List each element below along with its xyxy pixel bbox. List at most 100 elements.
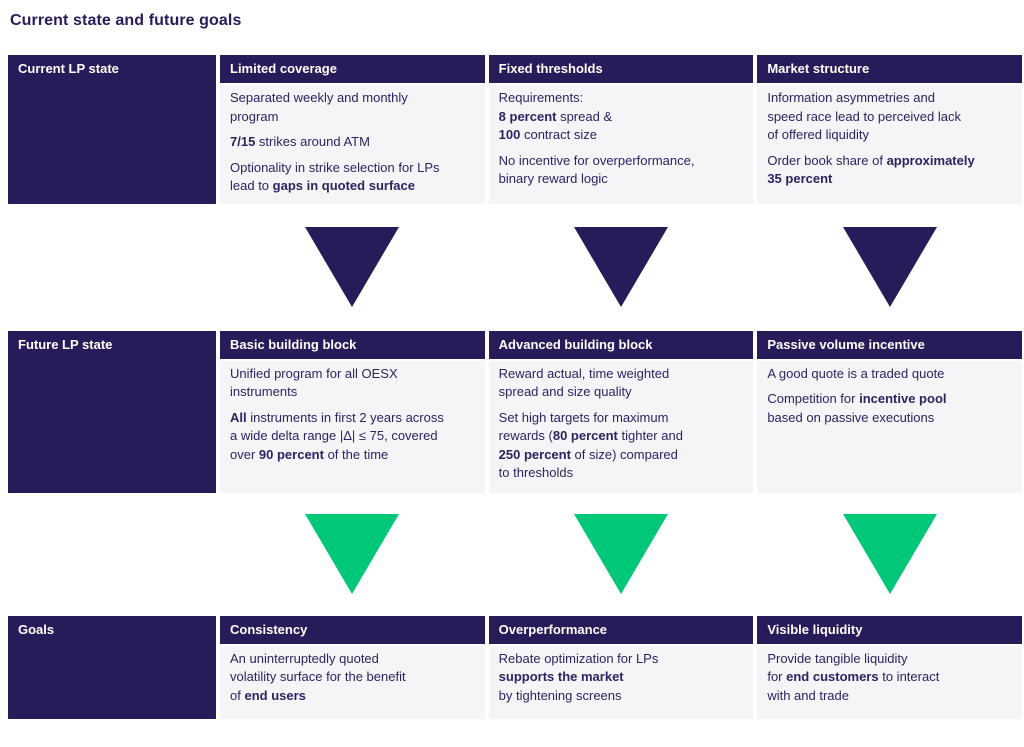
bold-text-run: 7/15	[230, 134, 256, 149]
page-title: Current state and future goals	[10, 12, 242, 29]
bold-text-run: 250 percent	[498, 446, 571, 462]
card-body: Rebate optimization for LPs supports the…	[488, 645, 754, 719]
text-run: Requirements:	[498, 90, 584, 105]
card-paragraph: Reward actual, time weighted spread and …	[499, 365, 750, 402]
bold-text-run: incentive pool	[859, 391, 947, 406]
card-header-separator	[220, 643, 485, 646]
card-consistency: Consistency An uninterruptedly quoted vol…	[220, 615, 485, 719]
card-paragraph: 7/15 strikes around ATM	[230, 133, 481, 152]
text-run: spread &	[560, 108, 613, 124]
down-arrow-icon	[305, 227, 400, 307]
bold-text-run: gaps in quoted surface	[272, 178, 415, 193]
card-header-separator	[757, 643, 1022, 646]
text-run: strikes around ATM	[255, 134, 370, 149]
bold-text-run: end users	[244, 687, 306, 703]
down-arrow-icon	[842, 227, 937, 307]
card-paragraph: All instruments in first 2 years across …	[230, 409, 481, 465]
card-paragraph: Requirements: 8 percent spread & 100 con…	[499, 89, 750, 145]
card-title: Visible liquidity	[757, 615, 1022, 644]
text-run: based on passive executions	[767, 409, 935, 425]
card-header-separator	[757, 358, 1022, 361]
bold-text-run: 80 percent	[552, 428, 618, 443]
text-run: Provide tangible liquidity for	[767, 650, 908, 685]
text-run: Rebate optimization for LPs	[498, 650, 659, 666]
text-run: An uninterruptedly quoted volatility sur…	[230, 650, 406, 703]
card-header-separator	[488, 643, 754, 646]
text-run: Unified program for all OESX instruments	[230, 365, 398, 400]
arrow-cell	[489, 204, 754, 331]
card-body: Reward actual, time weighted spread and …	[488, 360, 754, 493]
arrow-cell	[220, 204, 485, 331]
card-title: Passive volume incentive	[757, 330, 1022, 359]
down-arrow-icon	[842, 514, 937, 594]
arrow-row	[8, 493, 1022, 616]
arrow-cell	[489, 493, 754, 616]
down-arrow-icon	[573, 514, 668, 594]
text-run: Competition for	[767, 391, 860, 406]
row-label-goals: Goals	[8, 615, 216, 719]
card-body: Unified program for all OESX instruments…	[220, 360, 485, 493]
card-header-separator	[757, 83, 1022, 85]
card-title: Limited coverage	[220, 55, 485, 83]
text-run: contract size	[520, 127, 597, 142]
text-run: instruments in first 2 years across a wi…	[230, 409, 444, 462]
text-run: Separated weekly and monthly program	[230, 90, 408, 124]
card-body: Provide tangible liquidity for end custo…	[757, 645, 1022, 719]
text-run: tighter and	[621, 428, 683, 443]
arrow-spacer	[8, 493, 216, 616]
text-run: Reward actual, time weighted spread and …	[498, 365, 670, 400]
card-title: Basic building block	[220, 330, 485, 359]
bold-text-run: 100	[498, 127, 521, 142]
bold-text-run: end customers	[786, 669, 879, 684]
card-header-separator	[220, 83, 485, 85]
card-paragraph: Separated weekly and monthly program	[230, 89, 481, 126]
card-body: Separated weekly and monthly program 7/15…	[220, 85, 485, 204]
card-body: An uninterruptedly quoted volatility sur…	[220, 645, 485, 719]
bold-text-run: All	[230, 409, 247, 425]
text-run: by tightening screens	[498, 687, 622, 703]
card-paragraph: Rebate optimization for LPs supports the…	[499, 650, 750, 706]
card-paragraph: Provide tangible liquidity for end custo…	[767, 650, 1018, 706]
down-arrow-icon	[573, 227, 668, 307]
arrow-cell	[757, 204, 1022, 331]
card-body: Information asymmetries and speed race l…	[757, 85, 1022, 204]
down-arrow-icon	[305, 514, 400, 594]
text-run: Order book share of	[767, 152, 887, 168]
arrow-row	[8, 204, 1022, 331]
card-header-separator	[488, 358, 754, 361]
bold-text-run: supports the market	[498, 669, 624, 684]
card-paragraph: Unified program for all OESX instruments	[230, 365, 481, 402]
text-run: of the time	[323, 446, 389, 462]
card-title: Market structure	[757, 55, 1022, 83]
card-paragraph: An uninterruptedly quoted volatility sur…	[230, 650, 481, 706]
text-run: Set high targets for maximum rewards (	[498, 409, 669, 444]
row-label-future-lp-state: Future LP state	[8, 330, 216, 493]
text-run: of size) compared to thresholds	[498, 446, 678, 481]
text-run: Information asymmetries and speed race l…	[767, 90, 962, 142]
arrow-spacer	[8, 204, 216, 331]
card-paragraph: Optionality in strike selection for LPs …	[230, 159, 481, 196]
card-title: Fixed thresholds	[488, 55, 754, 83]
text-run: Optionality in strike selection for LPs …	[230, 159, 440, 194]
card-paragraph: Set high targets for maximum rewards (80…	[499, 409, 750, 483]
row-label-current-lp-state: Current LP state	[8, 55, 216, 204]
card-paragraph: Order book share of approximately 35 per…	[767, 152, 1018, 189]
card-header-separator	[488, 83, 754, 85]
card-title: Consistency	[220, 615, 485, 644]
card-paragraph: Competition for incentive pool based on …	[767, 390, 1018, 427]
card-header-separator	[220, 358, 485, 361]
text-run: to interact with and trade	[767, 669, 940, 703]
